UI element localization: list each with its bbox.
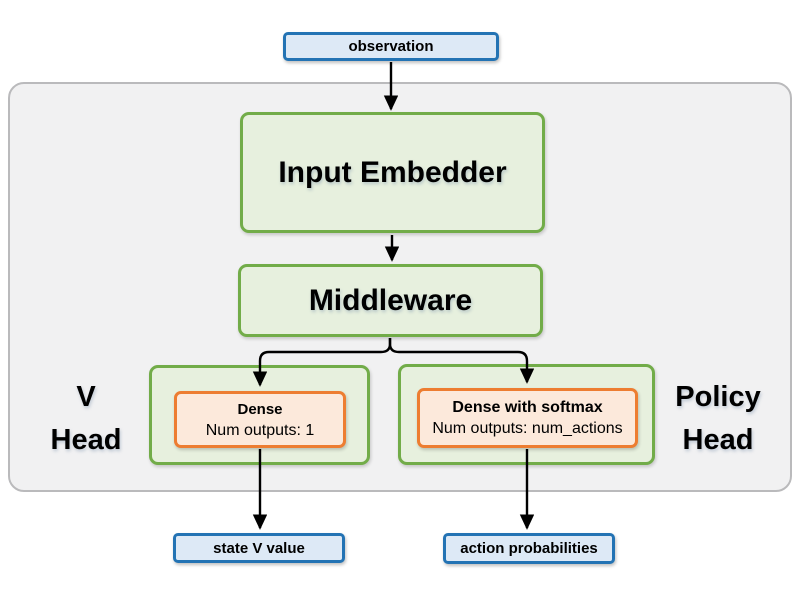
action-probabilities-node: action probabilities <box>443 533 615 564</box>
observation-label: observation <box>348 38 434 55</box>
v-head-dense-node: Dense Num outputs: 1 <box>174 391 346 448</box>
v-head-dense-subtitle: Num outputs: 1 <box>205 421 315 439</box>
policy-head-dense-subtitle: Num outputs: num_actions <box>432 420 623 437</box>
v-head-dense-title: Dense <box>237 400 283 418</box>
v-head-label: V Head <box>30 376 142 462</box>
policy-head-dense-title: Dense with softmax <box>452 399 603 416</box>
v-head-label-line2: Head <box>50 424 122 456</box>
input-embedder-node: Input Embedder <box>240 112 545 233</box>
input-embedder-label: Input Embedder <box>278 155 507 189</box>
state-v-value-node: state V value <box>173 533 345 563</box>
policy-head-dense-node: Dense with softmax Num outputs: num_acti… <box>417 388 638 448</box>
observation-node: observation <box>283 32 499 61</box>
policy-head-label-line1: Policy <box>675 381 761 413</box>
middleware-node: Middleware <box>238 264 543 337</box>
policy-head-label: Policy Head <box>659 376 777 462</box>
policy-head-label-line2: Head <box>682 424 754 456</box>
action-probabilities-label: action probabilities <box>460 540 598 557</box>
state-v-value-label: state V value <box>213 539 305 557</box>
middleware-label: Middleware <box>308 283 473 317</box>
v-head-label-line1: V <box>76 381 96 413</box>
